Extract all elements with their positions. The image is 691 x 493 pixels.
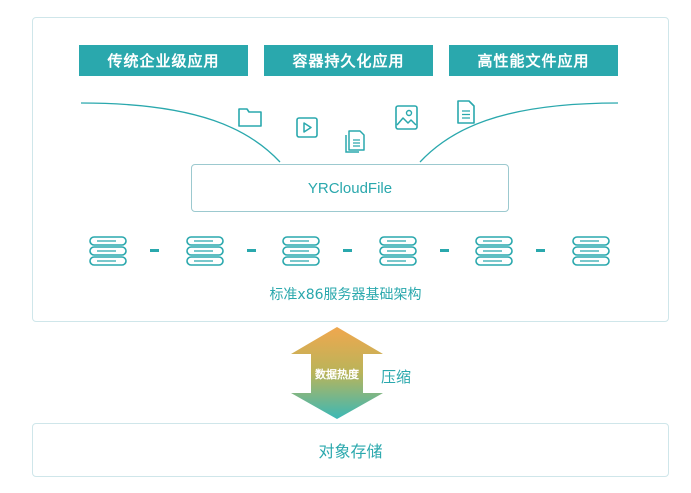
app-box-hpc: 高性能文件应用	[449, 45, 618, 76]
app-box-container: 容器持久化应用	[264, 45, 433, 76]
server-icon	[571, 236, 610, 266]
compress-label: 压缩	[381, 368, 412, 386]
left-curve	[80, 102, 281, 163]
folder-icon	[238, 108, 262, 127]
server-icon	[475, 236, 513, 266]
server-icon	[378, 236, 417, 266]
app-box-enterprise: 传统企业级应用	[79, 45, 248, 76]
heat-arrow	[291, 327, 383, 419]
image-icon	[395, 105, 418, 130]
server-connector-dash	[439, 249, 449, 252]
server-connector-dash	[343, 249, 352, 252]
object-storage-box: 对象存储	[32, 423, 669, 477]
documents-icon	[345, 130, 365, 153]
yrcloudfile-box: YRCloudFile	[191, 164, 509, 212]
file-icon	[457, 100, 475, 124]
server-icon	[282, 236, 320, 266]
server-connector-dash	[536, 249, 545, 252]
server-icon	[89, 236, 127, 266]
video-icon	[296, 117, 318, 138]
server-connector-dash	[246, 249, 256, 252]
server-icon	[185, 236, 224, 266]
arrow-label: 数据热度	[315, 368, 359, 381]
right-curve	[419, 102, 619, 163]
server-infrastructure-label: 标准x86服务器基础架构	[269, 287, 422, 303]
server-connector-dash	[150, 249, 159, 252]
